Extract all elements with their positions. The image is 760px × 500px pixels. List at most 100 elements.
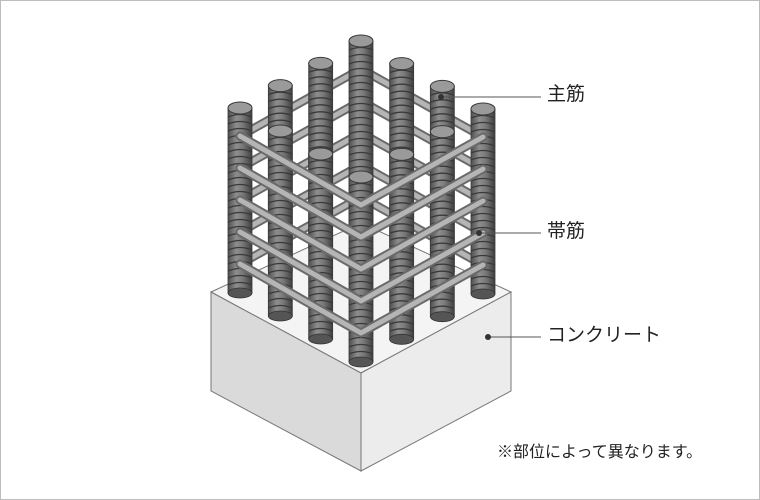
rebar-rib xyxy=(268,297,293,302)
rebar-rib xyxy=(470,149,496,154)
rebar-rib xyxy=(389,97,414,102)
rebar-rib xyxy=(227,246,253,251)
hoops-front xyxy=(235,131,488,338)
rebar-rib xyxy=(389,104,414,109)
rebar-top-cap xyxy=(267,79,293,93)
rebar-rib xyxy=(308,139,333,143)
rebar-top-cap xyxy=(308,147,334,161)
rebar-rib xyxy=(348,144,374,149)
rebar-rib xyxy=(348,158,374,163)
rebar-top-cap xyxy=(429,79,455,93)
rebar-top-cap xyxy=(429,125,455,139)
concrete-right-face xyxy=(360,291,512,472)
rebar-rib xyxy=(389,258,414,262)
rebar-rib xyxy=(308,320,333,325)
rebar-rib xyxy=(389,321,414,325)
rebar-rib xyxy=(470,191,496,196)
rebar-rib xyxy=(348,130,374,135)
rebar-rib xyxy=(430,207,455,212)
rebar-rib xyxy=(389,69,414,74)
rebar-rib xyxy=(389,125,414,130)
rebar-rib xyxy=(389,328,414,332)
rebar-rib xyxy=(470,212,496,217)
rebar-rib xyxy=(308,327,333,332)
rebar-rib xyxy=(268,112,293,117)
rebar-rib xyxy=(308,257,333,262)
rebar-rib xyxy=(348,116,374,121)
rebar-rib xyxy=(308,76,333,80)
rebar-rib xyxy=(470,275,496,280)
rebar-rib xyxy=(308,125,333,129)
leader-main-rebar-dot xyxy=(438,94,444,100)
rebar-rib xyxy=(268,269,293,274)
rebar-rib xyxy=(348,308,374,313)
rebar-top-cap xyxy=(348,34,374,48)
rebar-rib xyxy=(348,74,374,79)
rebar-top-cap xyxy=(308,56,334,70)
rebar-rib xyxy=(470,254,496,259)
rebar-rib xyxy=(389,195,414,199)
rebar-rib xyxy=(227,281,253,286)
rebar-top-cap xyxy=(267,124,293,138)
rebar-rib xyxy=(268,91,293,96)
rebar-rib xyxy=(268,206,293,211)
rebar-bottom xyxy=(389,333,415,345)
rebar-rib xyxy=(268,136,293,141)
rebar-rib xyxy=(308,222,333,227)
rebar-rib xyxy=(348,252,374,257)
rebar-rib xyxy=(389,293,414,297)
rebar-rib xyxy=(470,282,496,287)
rebar-rib xyxy=(268,199,293,204)
rebar-rib xyxy=(430,106,455,110)
leader-concrete-dot xyxy=(485,334,491,340)
rebar-rib xyxy=(389,139,414,144)
rebar-rib xyxy=(470,177,496,182)
rebar-bottom xyxy=(308,333,334,345)
rebar-rib xyxy=(348,137,374,142)
rebar-rib xyxy=(430,305,455,310)
rebar-bottom xyxy=(267,310,293,322)
rebar-rib xyxy=(348,81,374,86)
rebar-rib xyxy=(430,137,455,142)
rebar-rib xyxy=(308,194,333,199)
rebar-rib xyxy=(308,90,333,94)
rebar-rib xyxy=(268,98,293,103)
rebar-rib xyxy=(227,155,253,160)
rebar-rib xyxy=(348,165,374,170)
rebar-rib xyxy=(470,156,496,161)
leader-lines xyxy=(438,94,541,340)
rebar-rib xyxy=(227,127,253,132)
rebar-rib xyxy=(308,104,333,108)
rebar-rib xyxy=(389,132,414,137)
hoop-front xyxy=(237,197,486,272)
rebar-top-cap xyxy=(348,170,374,184)
rebar-rib xyxy=(430,113,455,117)
rebar-top-cap xyxy=(389,57,415,71)
rebar-rib xyxy=(308,97,333,101)
rebar-rib xyxy=(348,151,374,156)
rebar-rib xyxy=(430,200,455,205)
rebar-rib xyxy=(470,219,496,224)
rebar-rib xyxy=(348,350,374,355)
rebar-rib xyxy=(470,184,496,189)
rebar-rib xyxy=(268,304,293,309)
rebar-rib xyxy=(348,53,374,58)
rebar-rib xyxy=(430,172,455,177)
rebar-rib xyxy=(308,132,333,136)
rebar-rib xyxy=(430,144,455,149)
rebar-rib xyxy=(389,118,414,123)
hoop-front xyxy=(237,261,486,336)
rebar-rib xyxy=(227,183,253,188)
rebar-rib xyxy=(348,88,374,93)
rebar-rib xyxy=(348,123,374,128)
rebar-rib xyxy=(470,247,496,252)
leader-hoop-dot xyxy=(476,230,482,236)
rebar-rib xyxy=(308,83,333,87)
rebar-rib xyxy=(227,253,253,258)
rebar-rib xyxy=(348,315,374,320)
rebar-top-cap xyxy=(227,101,253,115)
hoop-front xyxy=(237,165,486,240)
rebar-rib xyxy=(389,223,414,227)
rebar-rib xyxy=(389,265,414,269)
rebar-rib xyxy=(348,109,374,114)
